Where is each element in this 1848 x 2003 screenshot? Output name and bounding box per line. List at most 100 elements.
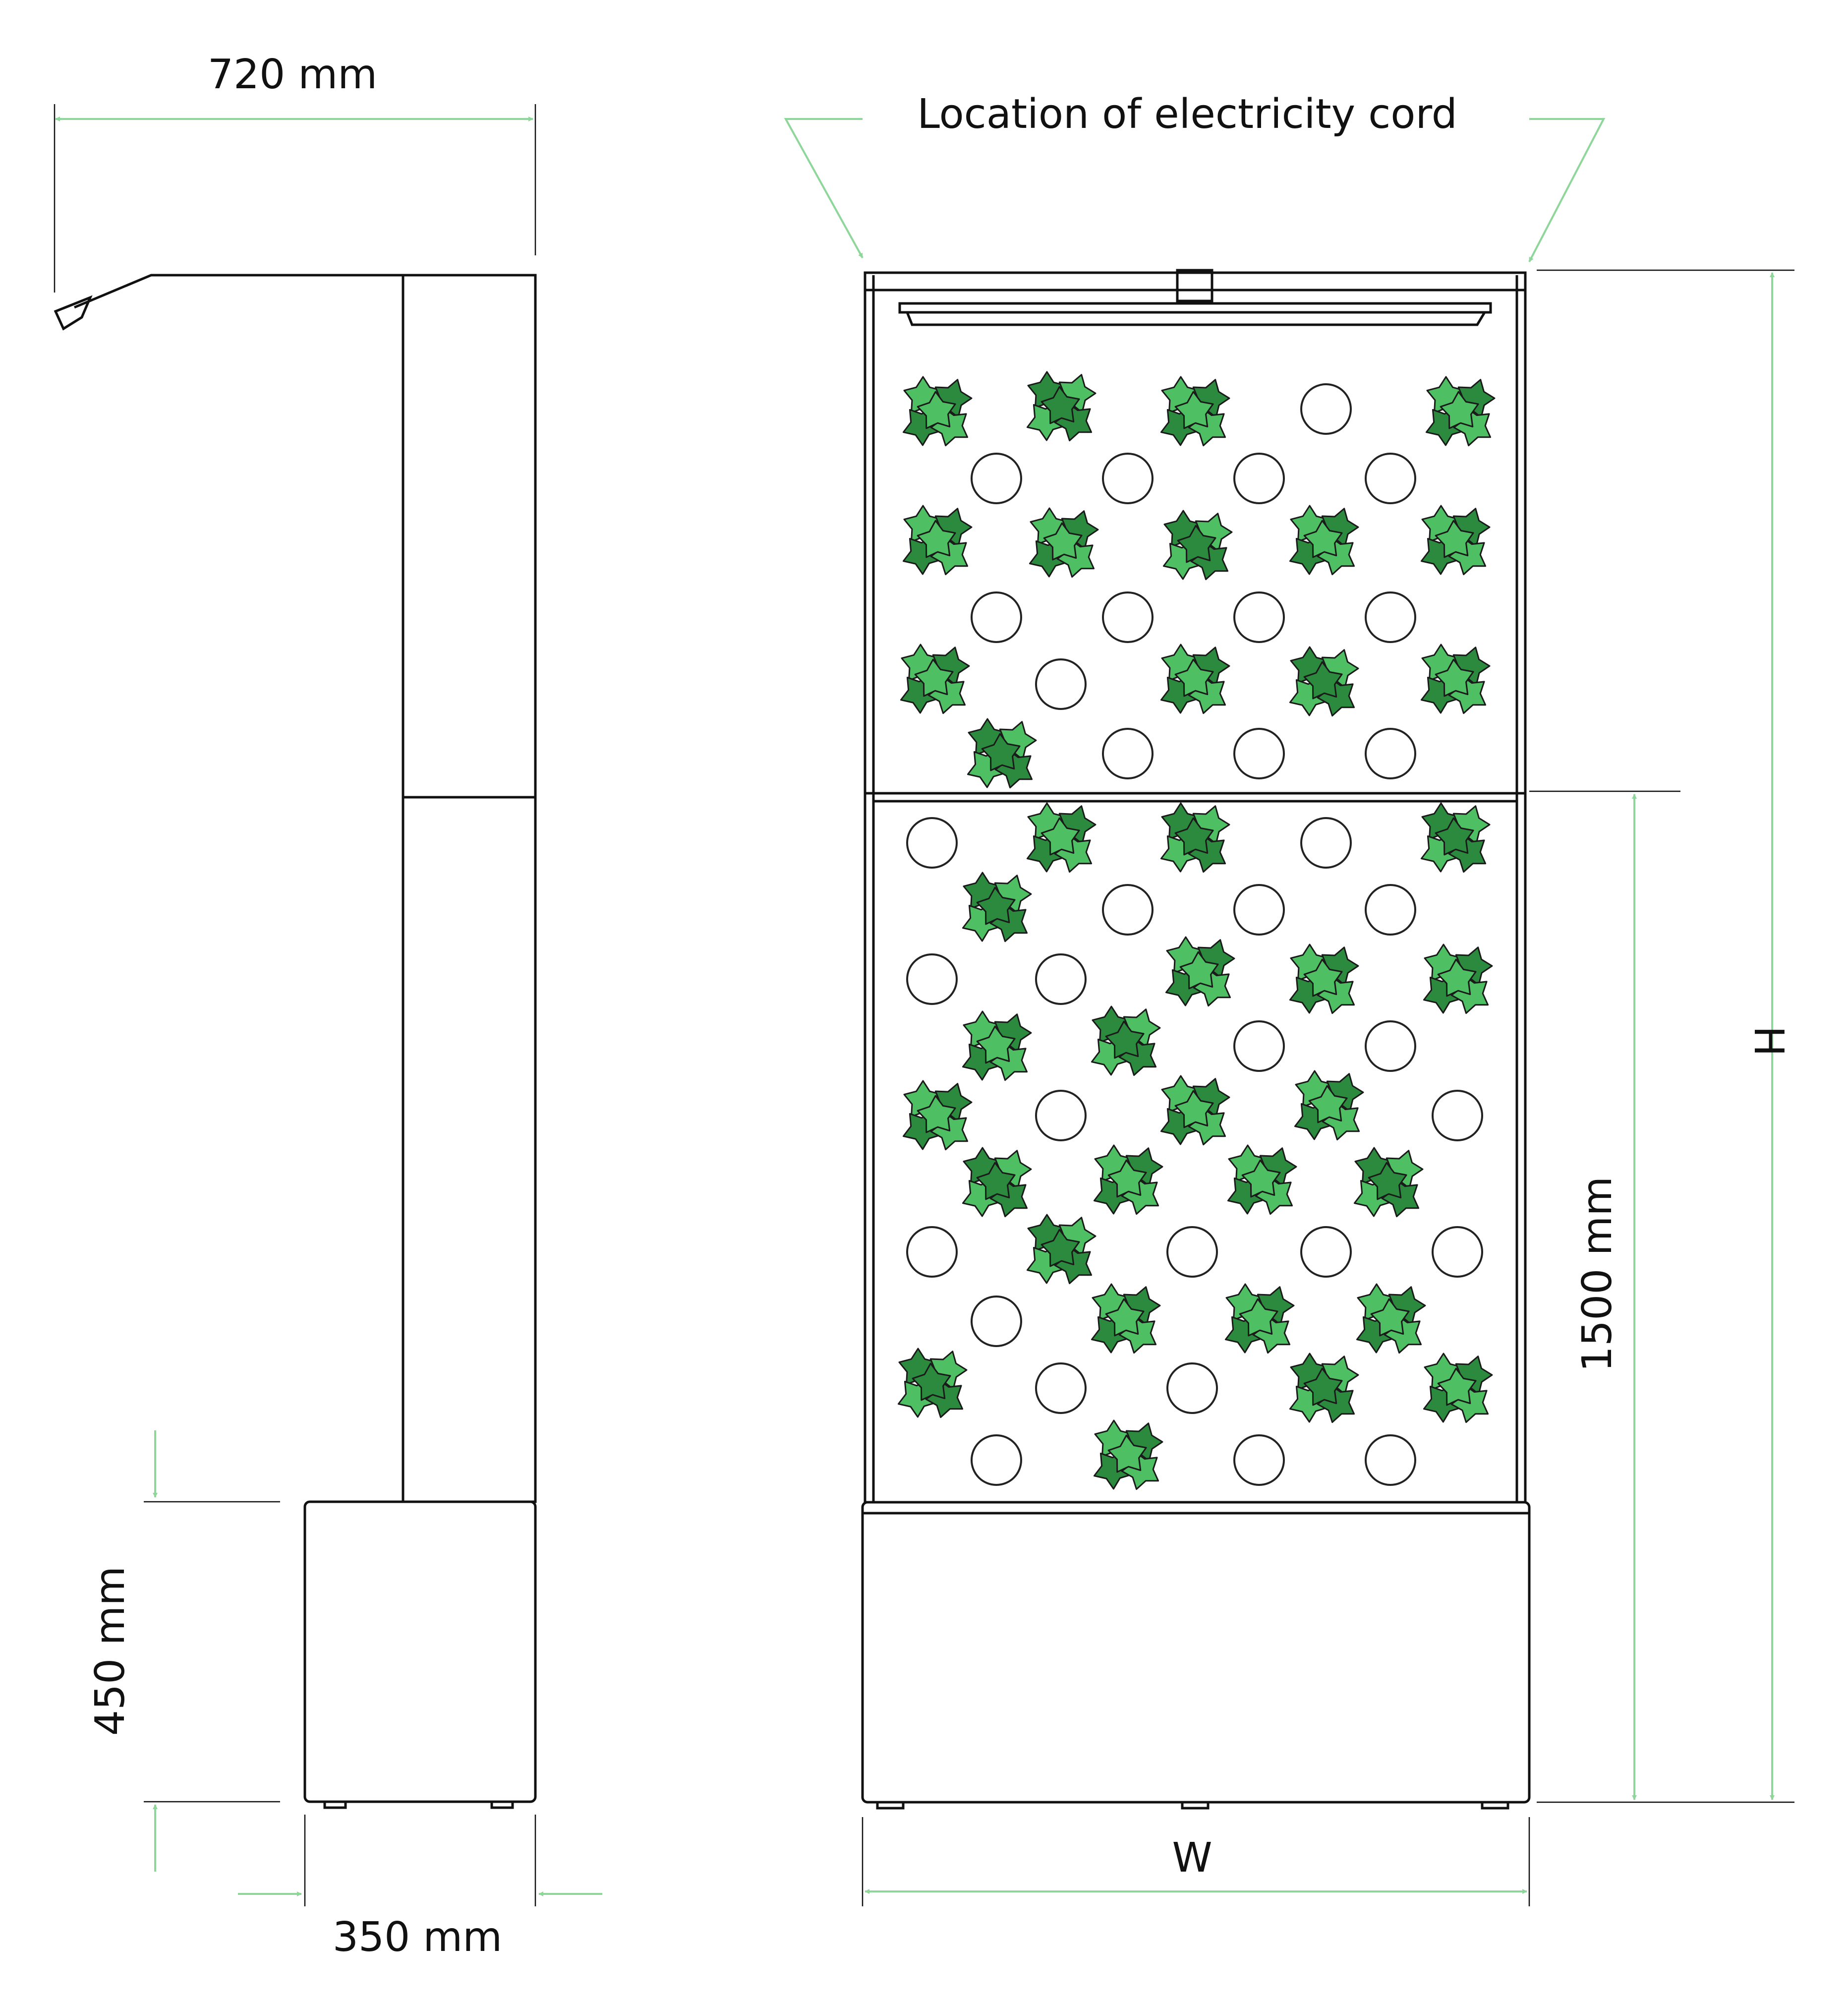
plant-leaf xyxy=(1179,951,1219,990)
plant-cluster xyxy=(1165,936,1235,1007)
planting-hole xyxy=(1300,1226,1352,1278)
plant-leaf xyxy=(1368,1162,1407,1200)
planting-hole xyxy=(906,817,958,869)
front-foot-right xyxy=(1481,1801,1509,1810)
planting-hole xyxy=(1432,1090,1483,1141)
plant-cluster xyxy=(1093,1419,1163,1490)
planting-hole xyxy=(971,1296,1022,1347)
plant-cluster xyxy=(1224,1283,1295,1354)
plant-cluster xyxy=(1026,1214,1097,1285)
label-top-width: 720 mm xyxy=(208,51,377,98)
side-view xyxy=(54,274,537,1809)
plant-leaf xyxy=(1303,1367,1343,1406)
plant-cluster xyxy=(1026,802,1097,873)
front-view xyxy=(861,269,1531,1810)
planting-hole xyxy=(971,453,1022,504)
planting-hole xyxy=(1233,1020,1285,1072)
plant-leaf xyxy=(976,1162,1016,1200)
plant-leaf xyxy=(1303,958,1343,997)
plant-cluster-group xyxy=(897,371,1496,1490)
plant-leaf xyxy=(1241,1159,1281,1198)
planting-hole xyxy=(1102,453,1154,504)
cord-arrow-left xyxy=(784,118,864,258)
plant-leaf xyxy=(1040,817,1080,856)
label-width: W xyxy=(1172,1834,1212,1882)
plant-cluster xyxy=(962,1010,1032,1081)
side-lamp-head xyxy=(54,295,93,331)
plant-cluster xyxy=(1160,376,1230,447)
front-foot-left xyxy=(876,1801,905,1810)
plant-leaf xyxy=(1370,1298,1410,1337)
front-foot-center xyxy=(1181,1801,1210,1810)
planting-hole xyxy=(1035,1362,1087,1414)
plant-leaf xyxy=(1107,1159,1147,1198)
dimension-lines xyxy=(55,117,1775,1896)
front-base xyxy=(861,1501,1531,1804)
plant-leaf xyxy=(1435,817,1474,856)
plant-cluster xyxy=(1160,802,1230,873)
plant-leaf xyxy=(1303,661,1343,700)
plant-leaf xyxy=(1437,1367,1477,1406)
plant-cluster xyxy=(1091,1283,1161,1354)
plant-leaf xyxy=(976,886,1016,925)
planting-hole xyxy=(1432,1226,1483,1278)
plant-cluster xyxy=(1356,1283,1426,1354)
plant-cluster xyxy=(902,1080,973,1151)
front-lamp-light xyxy=(906,311,1486,326)
plant-cluster xyxy=(1423,943,1493,1014)
plant-leaf xyxy=(1435,658,1474,697)
planting-hole xyxy=(1233,591,1285,643)
side-column xyxy=(402,274,537,1503)
plant-cluster xyxy=(1423,1353,1493,1423)
planting-hole xyxy=(1035,1090,1087,1141)
plant-leaf xyxy=(1437,958,1477,997)
planting-hole xyxy=(1300,383,1352,435)
side-foot-right xyxy=(490,1800,514,1809)
plant-cluster xyxy=(1029,507,1099,578)
plant-cluster xyxy=(902,505,973,576)
plant-leaf xyxy=(1105,1020,1145,1059)
plant-cluster xyxy=(1294,1070,1364,1141)
planting-hole xyxy=(1365,728,1416,779)
planting-hole xyxy=(1365,591,1416,643)
planting-hole xyxy=(1102,884,1154,936)
plant-cluster xyxy=(1289,943,1359,1014)
planting-hole xyxy=(971,591,1022,643)
front-lamp-bar xyxy=(898,302,1492,314)
plant-leaf xyxy=(917,1095,956,1133)
plant-cluster xyxy=(1227,1144,1297,1215)
planting-hole xyxy=(1035,658,1087,710)
plant-cluster xyxy=(1420,505,1491,576)
plant-cluster xyxy=(1420,802,1491,873)
plant-leaf xyxy=(1107,1434,1147,1473)
front-cord-box xyxy=(1176,269,1213,302)
plant-cluster xyxy=(1289,1353,1359,1423)
plant-cluster xyxy=(1289,646,1359,717)
plant-cluster xyxy=(1425,376,1496,447)
label-depth: 350 mm xyxy=(333,1914,502,1961)
plant-leaf xyxy=(1303,520,1343,558)
plant-leaf xyxy=(1239,1298,1278,1337)
planting-holes xyxy=(906,383,1483,1486)
plant-leaf xyxy=(912,1362,951,1401)
plant-leaf xyxy=(1105,1298,1145,1337)
plant-leaf xyxy=(1043,522,1083,561)
plant-cluster xyxy=(897,1348,968,1418)
planting-hole xyxy=(1300,817,1352,869)
planting-hole xyxy=(1233,884,1285,936)
planting-hole xyxy=(1365,453,1416,504)
planting-hole xyxy=(1102,728,1154,779)
side-base xyxy=(303,1500,537,1803)
planting-hole xyxy=(906,953,958,1005)
label-panel-height: 1500 mm xyxy=(1574,1177,1621,1372)
plant-cluster xyxy=(967,718,1037,789)
planting-hole xyxy=(1102,591,1154,643)
plant-cluster xyxy=(1026,371,1097,442)
plant-cluster xyxy=(900,644,970,714)
label-height: H xyxy=(1745,1026,1792,1057)
plant-leaf xyxy=(1435,520,1474,558)
planting-hole xyxy=(906,1226,958,1278)
plant-leaf xyxy=(1308,1085,1348,1123)
